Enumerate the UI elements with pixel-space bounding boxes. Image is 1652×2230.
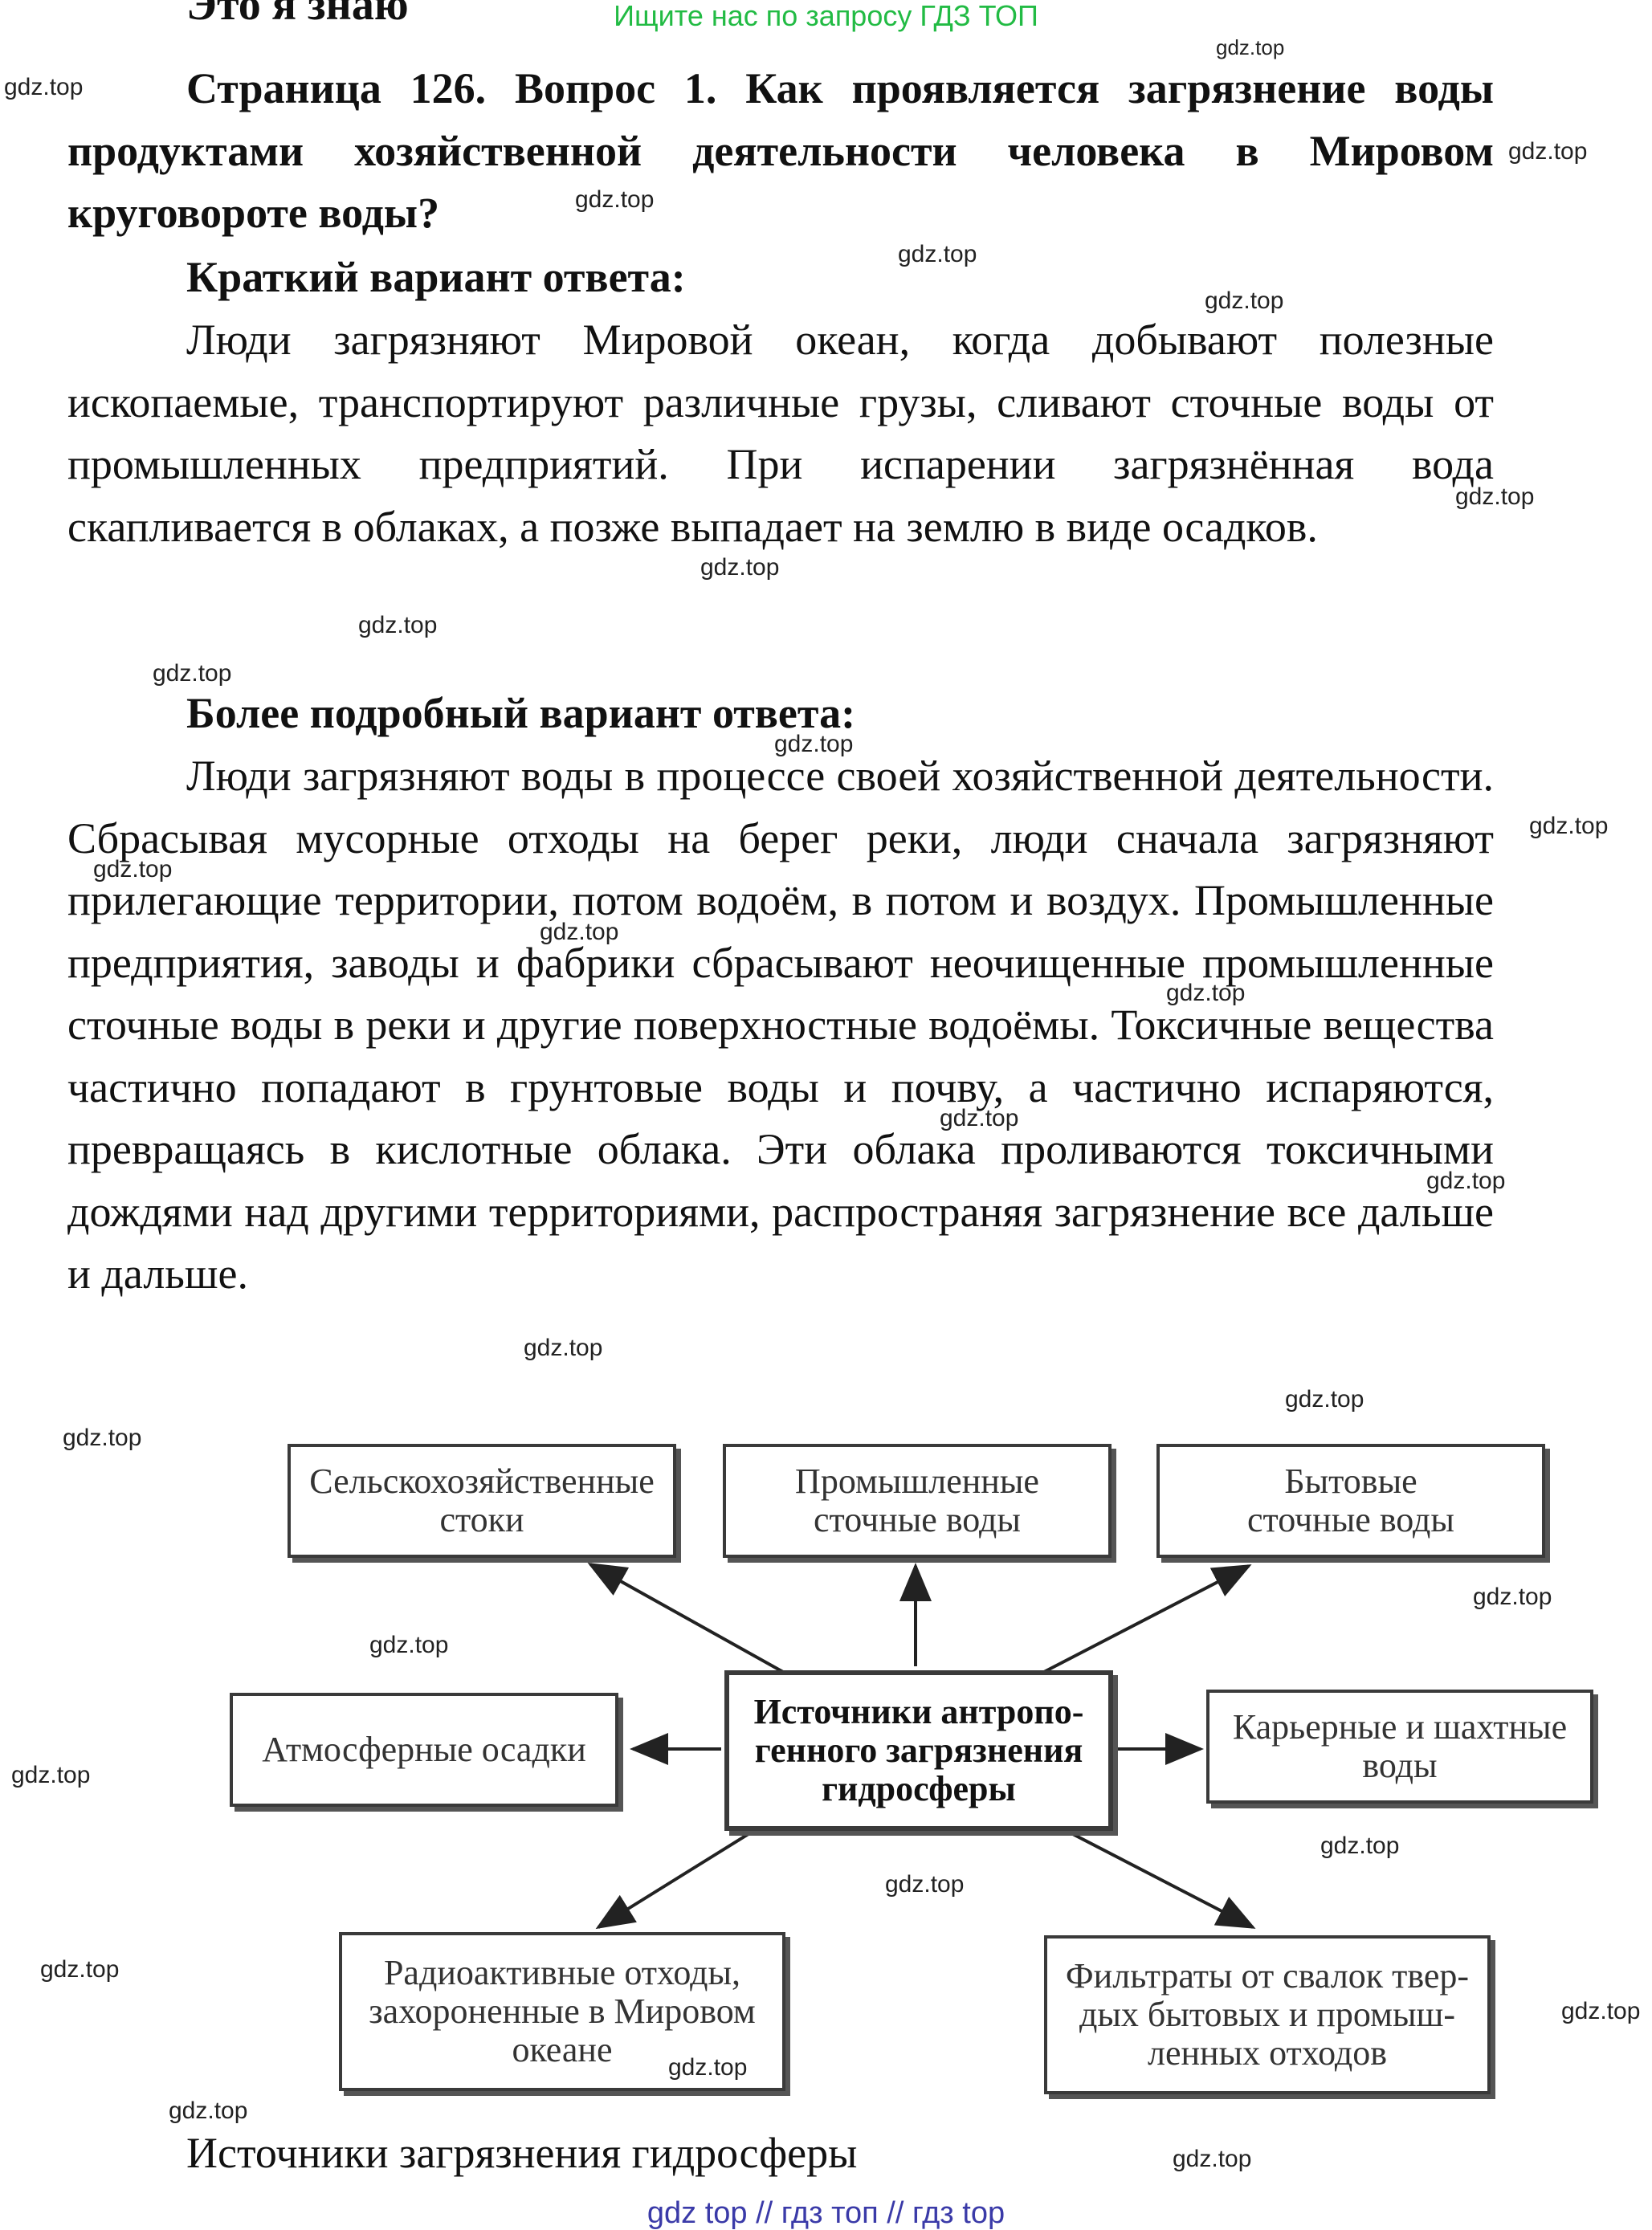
diagram-caption: Источники загрязнения гидросферы (186, 2129, 858, 2177)
cut-off-heading: Это я знаю (186, 0, 409, 30)
watermark: gdz.top (1216, 35, 1285, 59)
watermark: gdz.top (940, 1105, 1019, 1131)
watermark: gdz.top (1473, 1584, 1552, 1610)
watermark: gdz.top (153, 660, 232, 687)
watermark: gdz.top (898, 241, 977, 267)
watermark: gdz.top (11, 1762, 91, 1788)
watermark: gdz.top (1455, 483, 1535, 510)
diagram-box-atmospheric-precipitation: Атмосферные осадки (230, 1693, 618, 1807)
watermark: gdz.top (1166, 980, 1246, 1006)
watermark: gdz.top (700, 554, 780, 581)
arrow-to-radioactive (595, 1831, 753, 1930)
watermark: gdz.top (1561, 1998, 1641, 2024)
arrow-to-filtrates (1069, 1831, 1256, 1929)
watermark: gdz.top (1529, 813, 1609, 839)
watermark: gdz.top (169, 2098, 248, 2124)
diagram-box-landfill-filtrates: Фильтраты от свалок твер-дых бытовых и п… (1044, 1935, 1491, 2094)
watermark: gdz.top (524, 1335, 603, 1361)
watermark: gdz.top (93, 856, 173, 883)
long-answer-title: Более подробный вариант ответа: (186, 689, 856, 737)
watermark: gdz.top (1508, 138, 1588, 165)
short-answer-text: Люди загрязняют Мировой океан, когда доб… (67, 316, 1494, 551)
arrow-to-agri (587, 1563, 784, 1674)
watermark: gdz.top (40, 1956, 120, 1983)
question-text: Страница 126. Вопрос 1. Как проявляется … (67, 64, 1494, 237)
watermark: gdz.top (358, 612, 438, 638)
watermark: gdz.top (575, 186, 655, 213)
search-banner[interactable]: Ищите нас по запросу ГДЗ ТОП (614, 0, 1038, 32)
watermark: gdz.top (1320, 1833, 1400, 1859)
short-answer-title: Краткий вариант ответа: (186, 253, 686, 301)
watermark: gdz.top (885, 1871, 965, 1898)
arrow-to-household (1043, 1564, 1252, 1674)
long-answer-text: Люди загрязняют воды в процессе своей хо… (67, 752, 1494, 1298)
watermark: gdz.top (369, 1632, 449, 1658)
watermark: gdz.top (1173, 2146, 1252, 2172)
watermark: gdz.top (1205, 287, 1284, 314)
watermark: gdz.top (1285, 1386, 1364, 1413)
watermark: gdz.top (540, 919, 619, 945)
watermark: gdz.top (63, 1425, 142, 1451)
diagram-box-radioactive-waste: Радиоактивные отходы,захороненные в Миро… (339, 1932, 785, 2091)
footer-links[interactable]: gdz top // гдз топ // гдз top (647, 2196, 1005, 2230)
watermark: gdz.top (4, 74, 84, 100)
watermark: gdz.top (668, 2054, 748, 2081)
watermark: gdz.top (774, 731, 854, 757)
watermark: gdz.top (1426, 1168, 1506, 1194)
